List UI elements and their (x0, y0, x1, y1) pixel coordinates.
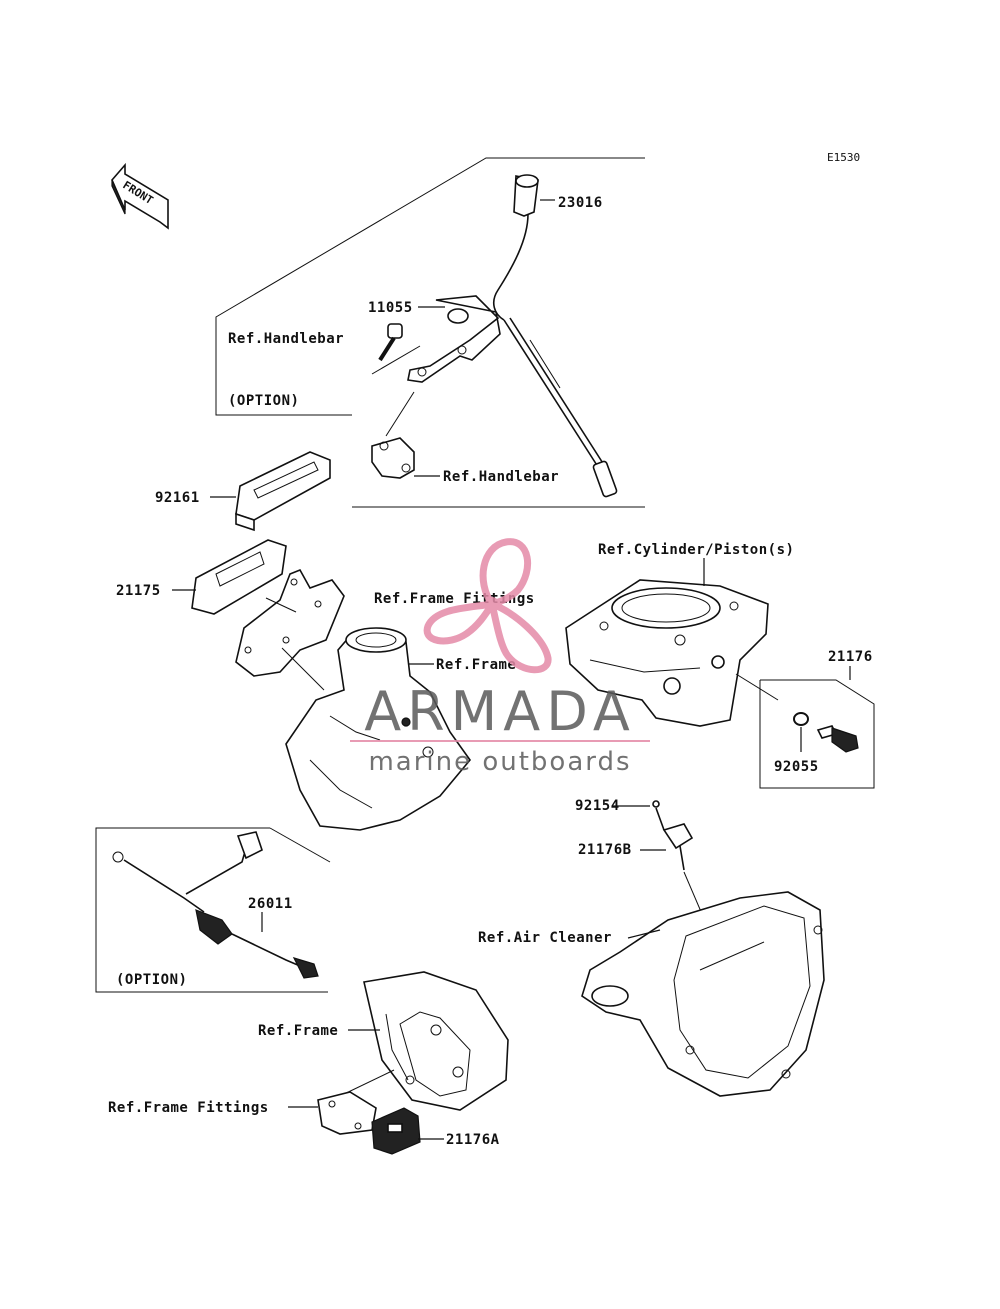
label-ref-frame-top: Ref.Frame (408, 657, 516, 673)
watermark-tagline: marine outboards (368, 747, 631, 777)
option-label-top: (OPTION) (228, 393, 299, 409)
part-92055-drawing (793, 712, 809, 752)
part-11055-drawing (378, 295, 501, 383)
ref-frame-fittings-bottom: Ref.Frame Fittings (108, 1100, 269, 1116)
label-23016: 23016 (540, 195, 603, 211)
part-21175-drawing (191, 539, 287, 615)
handlebar-clamp-drawing (371, 437, 415, 479)
ref-handlebar-clamp: Ref.Handlebar (443, 469, 559, 485)
ref-frame-bottom: Ref.Frame (258, 1023, 338, 1039)
label-ref-handlebar-clamp: Ref.Handlebar (414, 469, 559, 485)
propeller-logo-icon (423, 538, 552, 674)
frame-bottom-drawing (363, 971, 509, 1111)
part-number-21175: 21175 (116, 583, 161, 599)
watermark-brand: ARMADA (364, 680, 636, 743)
part-92154-drawing (612, 800, 665, 831)
part-number-92154: 92154 (575, 798, 620, 814)
part-number-21176: 21176 (828, 649, 873, 665)
ref-handlebar-top-leader (371, 345, 421, 375)
label-ref-air-cleaner: Ref.Air Cleaner (478, 929, 661, 946)
part-92161-drawing (235, 451, 331, 532)
air-cleaner-drawing (581, 891, 825, 1097)
label-26011: 26011 (248, 896, 293, 932)
label-ref-frame-fittings-bottom: Ref.Frame Fittings (108, 1100, 318, 1116)
frame-headtube-drawing (285, 627, 472, 831)
watermark: ARMADA marine outboards (350, 538, 650, 777)
option-bracket-bottom (95, 827, 331, 993)
label-21175: 21175 (116, 583, 196, 599)
ecu-bracket-drawing (235, 568, 345, 677)
option-label-bottom: (OPTION) (116, 972, 187, 988)
part-number-92055: 92055 (774, 759, 819, 775)
part-number-26011: 26011 (248, 896, 293, 912)
part-number-23016: 23016 (558, 195, 603, 211)
ref-handlebar-top: Ref.Handlebar (228, 331, 344, 347)
label-11055: 11055 (368, 300, 445, 316)
part-number-21176B: 21176B (578, 842, 632, 858)
part-number-92161: 92161 (155, 490, 200, 506)
diagram-code: E1530 (827, 151, 860, 164)
bracket-bottom-drawing (317, 1091, 377, 1135)
label-ref-frame-bottom: Ref.Frame (258, 1023, 380, 1039)
option-bracket-top (215, 157, 645, 508)
part-21176-sensor-drawing (816, 725, 859, 753)
part-21176A-drawing (371, 1107, 421, 1155)
label-92161: 92161 (155, 490, 236, 506)
part-number-21176A: 21176A (446, 1132, 500, 1148)
part-number-11055: 11055 (368, 300, 413, 316)
cylinder-drawing (565, 579, 769, 727)
bracket-leader (265, 597, 297, 613)
sensor-21176-box (735, 666, 875, 789)
part-26011-drawing (112, 831, 319, 979)
label-21176A: 21176A (418, 1132, 500, 1148)
part-23016-drawing (492, 174, 618, 498)
label-ref-cylinder: Ref.Cylinder/Piston(s) (598, 542, 794, 586)
front-arrow-icon: FRONT (111, 162, 169, 230)
frame-connector-leader (281, 647, 325, 691)
ref-cylinder-piston: Ref.Cylinder/Piston(s) (598, 542, 794, 558)
part-21176B-drawing (640, 823, 703, 915)
ref-frame-top: Ref.Frame (436, 657, 516, 673)
ref-air-cleaner: Ref.Air Cleaner (478, 930, 612, 946)
clamp-leader (385, 391, 415, 437)
